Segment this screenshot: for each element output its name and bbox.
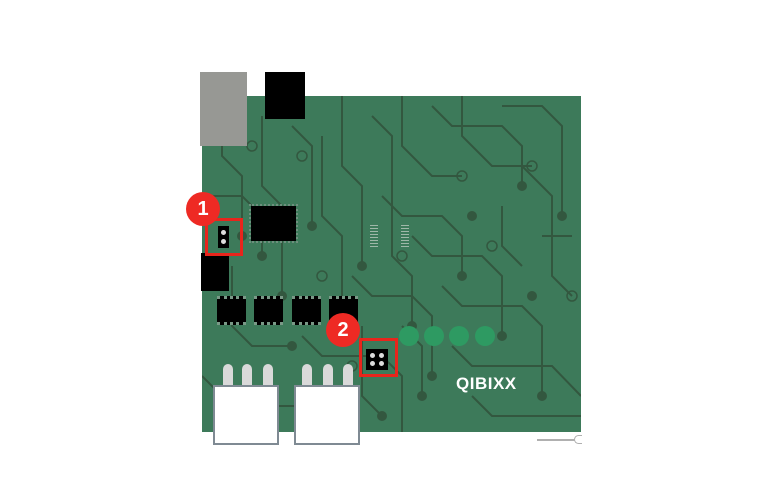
main-chip xyxy=(249,204,298,243)
jumper-pin xyxy=(379,361,384,366)
side-connector xyxy=(201,253,229,291)
status-led xyxy=(424,326,444,346)
smd-pads xyxy=(370,225,378,247)
small-chip xyxy=(217,296,246,325)
antenna-tip xyxy=(574,435,582,444)
jumper-pin xyxy=(221,239,226,244)
connector-pin xyxy=(323,364,333,392)
status-led xyxy=(399,326,419,346)
jumper-2pin xyxy=(218,226,229,248)
smd-pads xyxy=(401,225,409,247)
callout-badge-2: 2 xyxy=(326,313,360,347)
circuit-board xyxy=(202,96,581,432)
circuit-traces xyxy=(202,96,581,432)
jumper-pin xyxy=(370,353,375,358)
power-jack xyxy=(265,72,305,119)
usb-port xyxy=(200,72,247,146)
connector-pin xyxy=(263,364,273,392)
highlight-box-1 xyxy=(205,218,243,256)
jumper-pin xyxy=(221,230,226,235)
terminal-connector-right xyxy=(294,385,360,445)
jumper-pin xyxy=(379,353,384,358)
connector-pin xyxy=(223,364,233,392)
small-chip xyxy=(254,296,283,325)
jumper-4pin xyxy=(366,349,388,370)
small-chip xyxy=(292,296,321,325)
callout-badge-1: 1 xyxy=(186,192,220,226)
terminal-connector-left xyxy=(213,385,279,445)
jumper-pin xyxy=(370,361,375,366)
status-led xyxy=(475,326,495,346)
connector-pin xyxy=(302,364,312,392)
antenna-wire xyxy=(537,439,575,441)
status-led xyxy=(449,326,469,346)
connector-pin xyxy=(242,364,252,392)
highlight-box-2 xyxy=(359,338,398,377)
brand-logo: QIBIXX xyxy=(456,374,517,393)
connector-pin xyxy=(343,364,353,392)
